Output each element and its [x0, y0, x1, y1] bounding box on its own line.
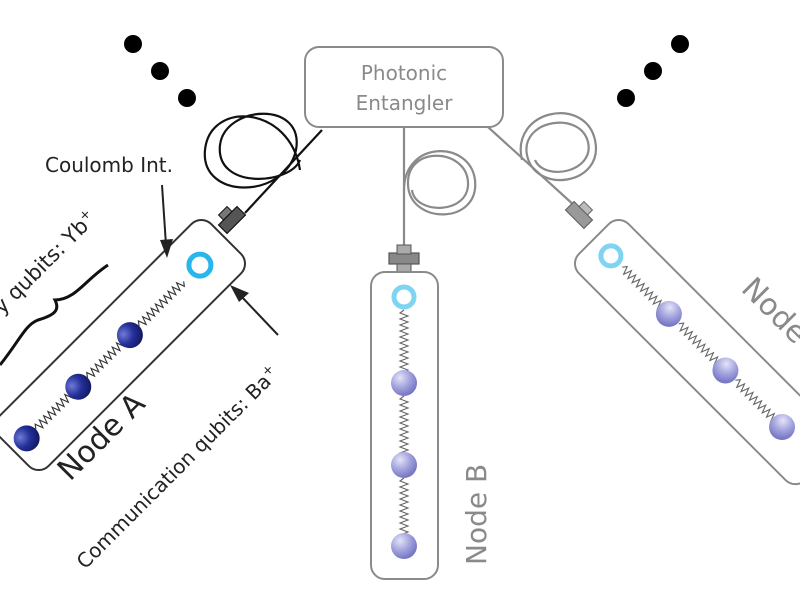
connector-node-a — [217, 205, 247, 235]
memory-qubits-label: y qubits: Yb+ — [0, 206, 101, 318]
node-b-memory-ion — [391, 533, 417, 559]
photonic-entangler: Photonic Entangler — [304, 46, 504, 128]
memory-qubits-text: y qubits: Yb — [0, 214, 93, 319]
node-c-trap — [573, 218, 800, 486]
connector-node-b — [388, 244, 420, 273]
memory-brace — [0, 263, 109, 366]
node-a-comm-ion — [186, 251, 214, 279]
fiber-node-b — [402, 127, 477, 245]
coulomb-arrow — [160, 184, 173, 258]
node-b-trap — [370, 271, 439, 580]
node-c-springs — [622, 265, 780, 427]
node-a-memory-ion — [13, 425, 40, 452]
node-c-comm-ion — [598, 243, 624, 269]
node-b-memory-ion — [391, 370, 417, 396]
left-ellipsis-dots — [124, 35, 196, 107]
fiber-node-c — [487, 112, 598, 208]
node-a-memory-ion — [65, 373, 92, 400]
node-b-memory-ion — [391, 452, 417, 478]
coulomb-label: Coulomb Int. — [45, 153, 173, 177]
node-b-label: Node B — [460, 464, 493, 565]
node-a-trap — [0, 218, 247, 472]
node-b-springs — [398, 309, 410, 542]
right-ellipsis-dots — [617, 35, 689, 107]
node-a-memory-ion — [116, 322, 143, 349]
entangler-line2: Entangler — [356, 91, 454, 115]
node-c-memory-ion — [712, 357, 739, 384]
entangler-line1: Photonic — [361, 61, 447, 85]
node-c-memory-ion — [769, 414, 796, 441]
connector-node-c — [564, 200, 594, 230]
comm-arrow — [230, 285, 279, 336]
fiber-node-a — [203, 112, 323, 214]
node-b-comm-ion — [391, 284, 417, 310]
node-c-memory-ion — [655, 300, 682, 327]
